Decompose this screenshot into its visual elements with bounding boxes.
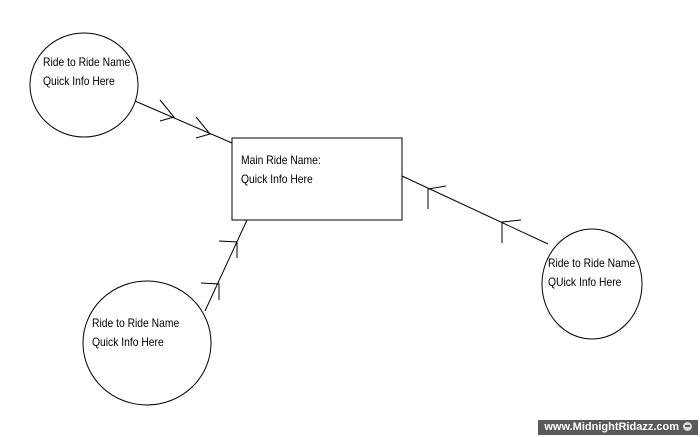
- arrow-mark-icon: [159, 99, 175, 122]
- node-right-circle: [541, 228, 643, 340]
- main-node-subtitle: Quick Info Here: [241, 172, 313, 186]
- node-subtitle: QUick Info Here: [548, 275, 622, 289]
- node-top-left-circle: [29, 32, 139, 138]
- node-subtitle: Quick Info Here: [43, 74, 115, 88]
- connector-right: [401, 175, 549, 245]
- main-node-title: Main Ride Name:: [241, 153, 321, 167]
- main-node-label: Main Ride Name: Quick Info Here: [241, 151, 321, 189]
- node-title: Ride to Ride Name: [548, 256, 636, 270]
- node-bottom-left-circle: [82, 280, 212, 406]
- node-right-label: Ride to Ride Name QUick Info Here: [548, 254, 635, 292]
- arrow-mark-icon: [200, 282, 220, 300]
- node-top-left-label: Ride to Ride Name Quick Info Here: [43, 53, 130, 91]
- node-bottom-left-label: Ride to Ride Name Quick Info Here: [92, 314, 179, 352]
- node-title: Ride to Ride Name: [92, 316, 180, 330]
- connector-top-left: [134, 100, 233, 144]
- arrow-mark-icon: [195, 116, 211, 139]
- arrow-mark-icon: [501, 219, 522, 243]
- arrow-mark-icon: [427, 185, 447, 209]
- arrow-mark-icon: [218, 240, 238, 258]
- skull-icon: [683, 422, 692, 431]
- watermark-link[interactable]: www.MidnightRidazz.com: [538, 420, 698, 435]
- node-subtitle: Quick Info Here: [92, 335, 164, 349]
- main-node-box: [231, 137, 403, 221]
- connector-bottom-left: [204, 219, 248, 312]
- watermark-text: www.MidnightRidazz.com: [544, 421, 679, 433]
- node-title: Ride to Ride Name: [43, 55, 131, 69]
